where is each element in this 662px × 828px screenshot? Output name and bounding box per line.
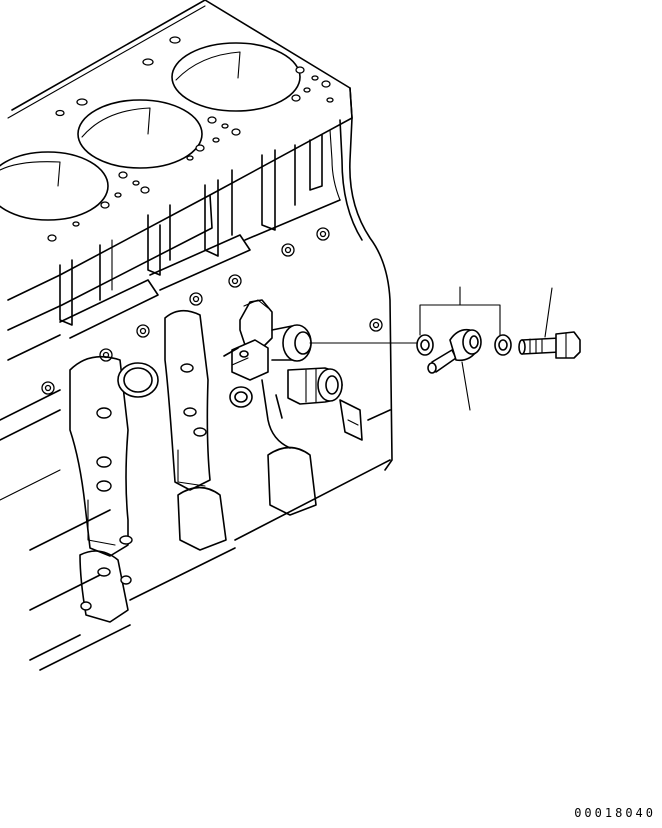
pipe-fitting — [223, 299, 343, 449]
bearing-webs — [69, 309, 317, 623]
deck-holes — [47, 36, 334, 242]
hollow-bolt — [518, 331, 581, 359]
banjo-fitting — [427, 328, 482, 374]
washer-right — [494, 334, 512, 356]
callout-lines — [419, 286, 553, 411]
cylinder-bores — [0, 42, 301, 221]
drawing-code: 00018040 — [574, 806, 656, 820]
cylinder-block — [0, 0, 393, 671]
washer-left — [416, 334, 434, 356]
boss-bolts — [41, 227, 383, 395]
